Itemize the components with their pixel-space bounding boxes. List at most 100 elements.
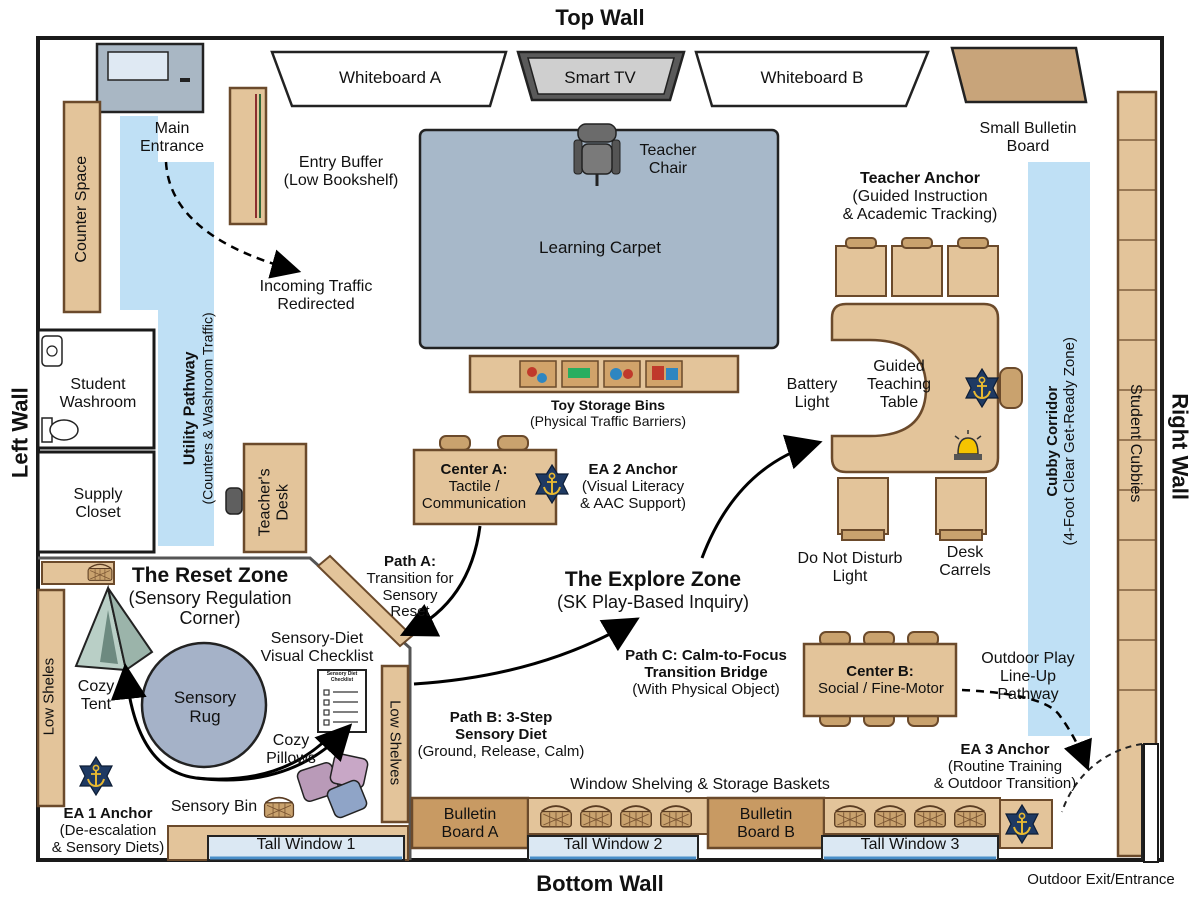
sensory-rug bbox=[140, 641, 268, 769]
center-b-title: Center B: bbox=[846, 663, 914, 680]
teacher-chair-icon bbox=[573, 123, 621, 186]
center-b-label: Center B: Social / Fine-Motor bbox=[818, 663, 944, 698]
bulletin-a-label: Bulletin Board A bbox=[441, 806, 499, 841]
path-c-title: Path C: Calm-to-Focus Transition Bridge bbox=[625, 647, 787, 681]
tall-window-1 bbox=[207, 835, 405, 861]
explore-zone-title: The Explore Zone bbox=[564, 568, 742, 591]
sensory-bin-label: Sensory Bin bbox=[170, 798, 258, 815]
path-c-sub: (With Physical Object) bbox=[632, 680, 780, 698]
path-c-label: Path C: Calm-to-Focus Transition Bridge … bbox=[606, 647, 806, 698]
small-bulletin-label: Small Bulletin Board bbox=[979, 120, 1077, 155]
entry-buffer-label: Entry Buffer (Low Bookshelf) bbox=[283, 154, 399, 189]
reset-zone-title: The Reset Zone bbox=[131, 564, 289, 587]
outdoor-lineup-label: Outdoor Play Line-Up Pathway bbox=[981, 650, 1075, 703]
low-shelves-left-label: Low Sheles bbox=[40, 657, 58, 736]
center-b-table bbox=[802, 642, 958, 718]
tall-window-1-label: Tall Window 1 bbox=[256, 836, 356, 853]
cozy-pillows-label: Cozy Pillows bbox=[266, 732, 316, 767]
ea3-anchor-sub: (Routine Training & Outdoor Transition) bbox=[933, 757, 1077, 792]
cozy-tent-icon bbox=[74, 584, 154, 672]
incoming-traffic-label: Incoming Traffic Redirected bbox=[259, 278, 373, 313]
low-shelves-left bbox=[36, 588, 66, 808]
path-b-title: Path B: 3-Step Sensory Diet bbox=[449, 709, 553, 743]
ea2-anchor-sub: (Visual Literacy & AAC Support) bbox=[580, 477, 686, 512]
utility-pathway-label: Utility Pathway (Counters & Washroom Tra… bbox=[182, 298, 219, 518]
cubby-corridor-title: Cubby Corridor bbox=[1043, 385, 1061, 497]
cozy-tent-label: Cozy Tent bbox=[77, 678, 115, 713]
tall-window-3-label: Tall Window 3 bbox=[860, 836, 960, 853]
ea1-anchor-title: EA 1 Anchor bbox=[63, 805, 153, 822]
whiteboard-a-label: Whiteboard A bbox=[338, 68, 442, 87]
utility-pathway bbox=[158, 162, 214, 546]
toy-bins-sub: (Physical Traffic Barriers) bbox=[529, 412, 687, 429]
utility-pathway-title: Utility Pathway bbox=[181, 351, 199, 466]
counter-space-label: Counter Space bbox=[72, 155, 90, 263]
window-shelving-label: Window Shelving & Storage Baskets bbox=[570, 776, 830, 793]
center-b-sub: Social / Fine-Motor bbox=[818, 679, 944, 697]
guided-table-label: Guided Teaching Table bbox=[866, 358, 932, 411]
bulletin-b-label: Bulletin Board B bbox=[737, 806, 795, 841]
toy-bins-title: Toy Storage Bins bbox=[550, 397, 666, 413]
reset-loop-arrow-right bbox=[195, 723, 353, 782]
reset-zone-sub: (Sensory Regulation Corner) bbox=[128, 587, 292, 629]
path-a-sub: Transition for Sensory Reset bbox=[366, 569, 454, 621]
incoming-traffic-arrow bbox=[164, 161, 302, 279]
path-a-title: Path A: bbox=[384, 553, 436, 570]
path-a-label: Path A: Transition for Sensory Reset bbox=[350, 553, 470, 621]
path-b-arrow bbox=[413, 617, 640, 686]
battery-light-label: Battery Light bbox=[786, 376, 838, 411]
explore-zone-label: The Explore Zone (SK Play-Based Inquiry) bbox=[538, 568, 768, 612]
path-a-arrow bbox=[399, 525, 482, 637]
teacher-anchor-sub: (Guided Instruction & Academic Tracking) bbox=[842, 187, 998, 223]
cubby-corridor bbox=[1028, 162, 1090, 736]
main-entrance-label: Main Entrance bbox=[139, 120, 205, 155]
teacher-chair-label: Teacher Chair bbox=[639, 142, 697, 177]
smart-tv-label: Smart TV bbox=[564, 68, 636, 87]
path-c-arrow bbox=[700, 434, 823, 559]
ea1-anchor-sub: (De-escalation & Sensory Diets) bbox=[51, 821, 165, 856]
bottom-wall-label: Bottom Wall bbox=[536, 871, 664, 896]
outdoor-lineup-arrow bbox=[961, 688, 1092, 771]
sensory-rug-label: Sensory Rug bbox=[173, 688, 237, 727]
whiteboard-b bbox=[694, 50, 930, 108]
outdoor-exit-label: Outdoor Exit/Entrance bbox=[1027, 871, 1175, 888]
ea1-anchor-label: EA 1 Anchor (De-escalation & Sensory Die… bbox=[40, 805, 176, 856]
path-b-label: Path B: 3-Step Sensory Diet (Ground, Rel… bbox=[406, 709, 596, 760]
center-a-label: Center A: Tactile / Communication bbox=[414, 461, 534, 512]
explore-zone-sub: (SK Play-Based Inquiry) bbox=[556, 591, 750, 612]
teacher-anchor-label: Teacher Anchor (Guided Instruction & Aca… bbox=[830, 170, 1010, 224]
tall-window-2-label: Tall Window 2 bbox=[563, 836, 663, 853]
utility-pathway-sub: (Counters & Washroom Traffic) bbox=[200, 312, 216, 505]
teachers-desk-label: Teacher's Desk bbox=[256, 468, 292, 537]
tall-window-2 bbox=[527, 835, 699, 861]
supply-closet-label: Supply Closet bbox=[73, 486, 123, 521]
learning-carpet-label: Learning Carpet bbox=[539, 238, 661, 257]
path-b-sub: (Ground, Release, Calm) bbox=[417, 742, 585, 760]
teachers-desk bbox=[242, 442, 308, 554]
small-bulletin-board bbox=[950, 46, 1088, 104]
right-wall-label: Right Wall bbox=[1167, 393, 1193, 501]
supply-closet bbox=[36, 450, 156, 554]
tall-window-3 bbox=[821, 835, 999, 861]
cubby-corridor-label: Cubby Corridor (4-Foot Clear Get-Ready Z… bbox=[1044, 286, 1079, 596]
desk-carrels-label: Desk Carrels bbox=[939, 544, 991, 579]
bulletin-board-b bbox=[706, 796, 826, 850]
checklist-card bbox=[317, 669, 367, 733]
low-shelves-right-label: Low Shelves bbox=[386, 700, 404, 786]
ea2-anchor-label: EA 2 Anchor (Visual Literacy & AAC Suppo… bbox=[566, 461, 700, 512]
checklist-label: Sensory-Diet Visual Checklist bbox=[260, 630, 374, 665]
ea3-anchor-title: EA 3 Anchor bbox=[960, 741, 1050, 758]
center-a-table bbox=[412, 448, 558, 526]
counter-space bbox=[62, 100, 102, 314]
checklist-card-title: Sensory Diet Checklist bbox=[326, 671, 358, 683]
reset-zone-label: The Reset Zone (Sensory Regulation Corne… bbox=[110, 564, 310, 629]
top-wall-label: Top Wall bbox=[555, 5, 645, 30]
washroom-label: Student Washroom bbox=[59, 376, 137, 411]
left-wall-label: Left Wall bbox=[7, 387, 33, 479]
ea3-anchor-label: EA 3 Anchor (Routine Training & Outdoor … bbox=[920, 741, 1090, 792]
teacher-anchor-title: Teacher Anchor bbox=[859, 170, 981, 187]
low-shelves-right bbox=[380, 664, 410, 824]
outdoor-exit-door-swing bbox=[1061, 743, 1143, 813]
ea2-anchor-title: EA 2 Anchor bbox=[588, 461, 678, 478]
